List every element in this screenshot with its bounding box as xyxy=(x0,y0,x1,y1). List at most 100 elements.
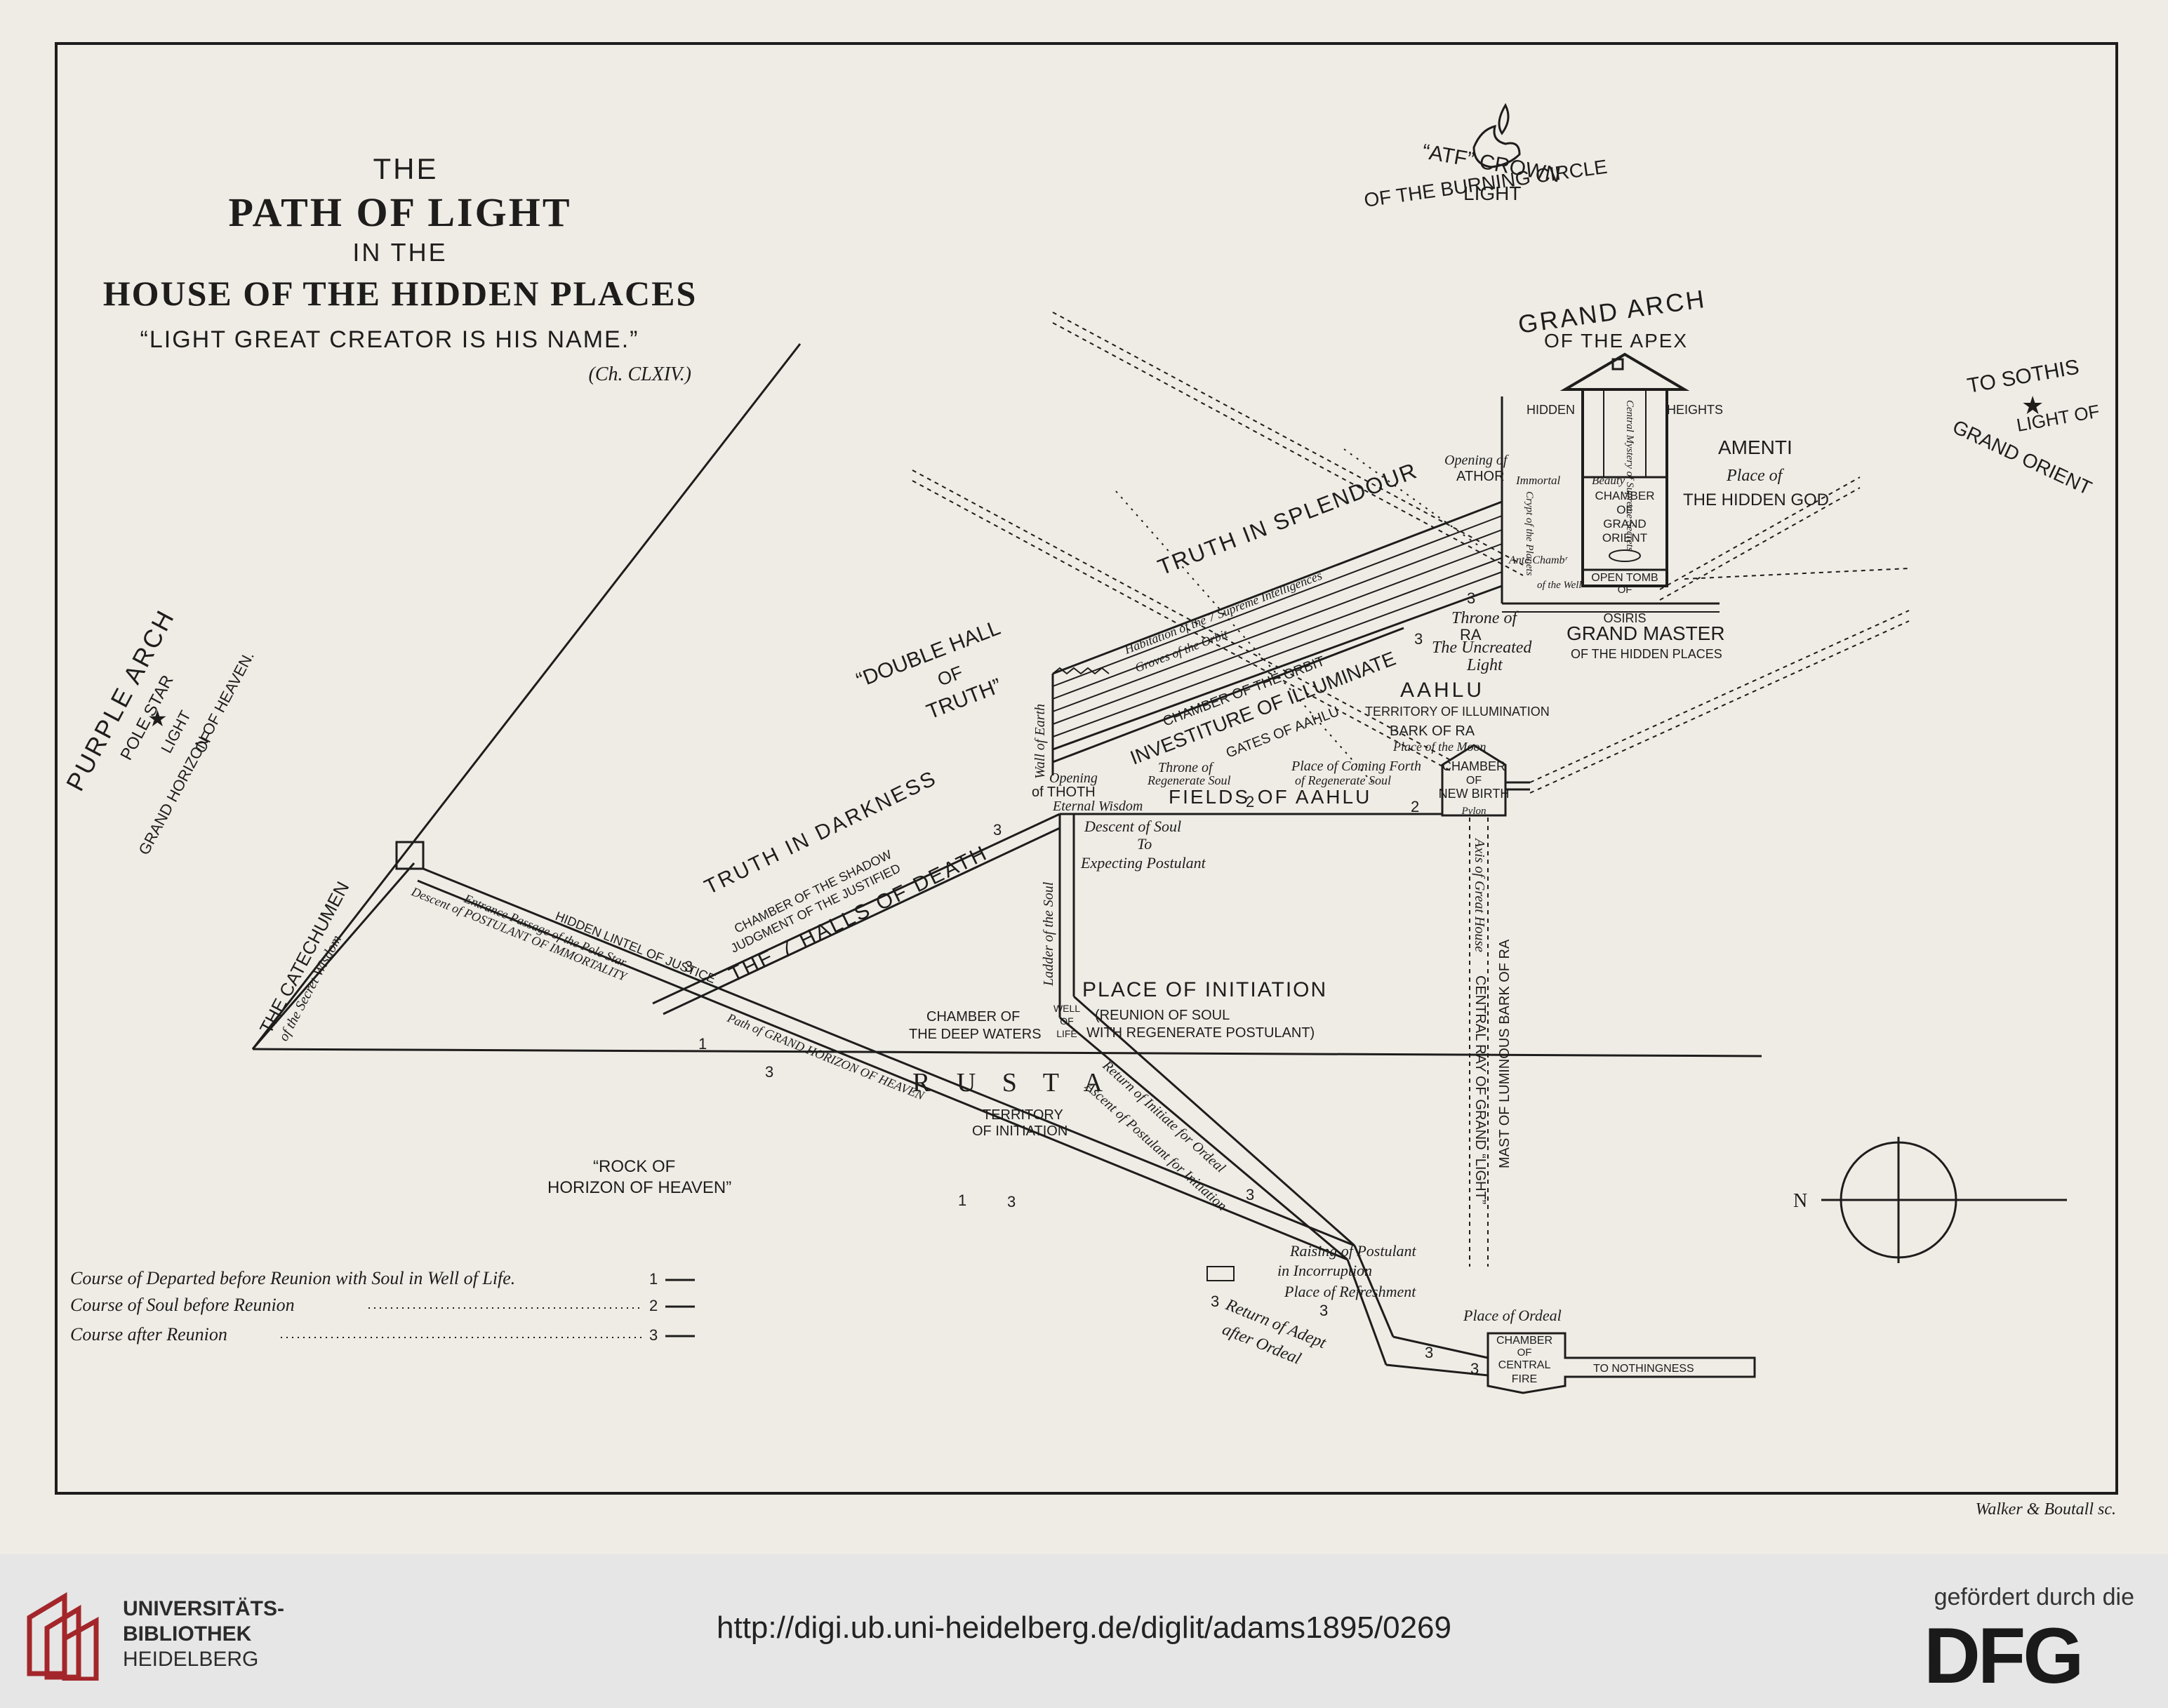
hidden-god-label: THE HIDDEN GOD xyxy=(1683,491,1829,509)
title-line3: IN THE xyxy=(352,238,447,267)
permalink-url[interactable]: http://digi.ub.uni-heidelberg.de/diglit/… xyxy=(717,1610,1451,1645)
legend-number-2: 2 xyxy=(649,1297,658,1314)
aahlu-label: AAHLU xyxy=(1400,679,1484,702)
raising-label: Raising of Postulant xyxy=(1289,1242,1417,1260)
path-ghh-label: Path of GRAND HORIZON OF HEAVEN xyxy=(725,1010,927,1103)
with-regen-label: WITH REGENERATE POSTULANT) xyxy=(1086,1025,1315,1041)
throne-regen-label: Throne of xyxy=(1158,760,1214,775)
immortal-label: Immortal xyxy=(1515,474,1561,487)
pylon-label: Pylon xyxy=(1461,806,1487,817)
horizon-heaven-label: HORIZON OF HEAVEN” xyxy=(547,1178,731,1197)
deep-waters-label: THE DEEP WATERS xyxy=(909,1027,1042,1042)
fire-label: FIRE xyxy=(1512,1373,1537,1385)
marker-3c: 3 xyxy=(1467,589,1475,607)
central-fire-chamber xyxy=(1487,1332,1756,1394)
chamber-cf-label: CHAMBER xyxy=(1496,1335,1552,1347)
chamber-grand-orient-3: GRAND xyxy=(1603,517,1646,531)
athor-label: ATHOR xyxy=(1456,469,1505,484)
ante-chamber-label: Ante Chambʳ xyxy=(1508,554,1569,566)
of-regen-label: of Regenerate Soul xyxy=(1295,773,1391,787)
place-of-label: Place of xyxy=(1726,467,1785,485)
new-birth-label: NEW BIRTH xyxy=(1439,787,1510,801)
territory-init-label: TERRITORY xyxy=(983,1107,1063,1123)
wall-earth-label: Wall of Earth xyxy=(1032,704,1048,779)
title-line1: THE xyxy=(373,152,439,185)
title-block: THE PATH OF LIGHT IN THE HOUSE OF THE HI… xyxy=(103,152,698,385)
eternal-wisdom-label: Eternal Wisdom xyxy=(1052,799,1143,814)
heights-label: HEIGHTS xyxy=(1667,403,1723,417)
amenti-label: AMENTI xyxy=(1718,436,1793,458)
hidden-label: HIDDEN xyxy=(1527,403,1575,417)
library-line3: HEIDELBERG xyxy=(123,1648,259,1671)
ascending-passage xyxy=(1051,396,1720,775)
dfg-logo-text: DFG xyxy=(1924,1621,2081,1688)
place-initiation-label: PLACE OF INITIATION xyxy=(1082,978,1327,1001)
title-line5: “LIGHT GREAT CREATOR IS HIS NAME.” xyxy=(140,326,639,353)
to-label: To xyxy=(1137,835,1152,853)
atf-crown-icon xyxy=(1472,102,1521,168)
fields-aahlu-label: FIELDS OF AAHLU xyxy=(1169,786,1371,808)
atf-crown: “ATF” CROWN LIGHT OF THE BURNING CIRCLE xyxy=(1363,102,1609,211)
marker-3f: 3 xyxy=(1007,1193,1016,1210)
marker-3e: 3 xyxy=(765,1063,773,1081)
marker-2a: 2 xyxy=(1411,798,1419,815)
mast-label: MAST OF LUMINOUS BARK OF RA xyxy=(1497,939,1512,1168)
catechumen-triangle xyxy=(251,343,1762,1377)
university-library-name: UNIVERSITÄTS- BIBLIOTHEK HEIDELBERG xyxy=(123,1596,284,1672)
place-moon-label: Place of the Moon xyxy=(1392,740,1486,754)
library-line2: BIBLIOTHEK xyxy=(123,1622,252,1646)
pole-star-icon: ★ xyxy=(147,706,168,731)
descent-soul-label: Descent of Soul xyxy=(1084,818,1181,835)
territory-illum-label: TERRITORY OF ILLUMINATION xyxy=(1365,705,1550,719)
well-label: WELL xyxy=(1053,1003,1080,1014)
apex-house: Central Mystery of Supreme Secrets CHAMB… xyxy=(1560,352,1690,625)
legend-number-1: 1 xyxy=(649,1270,658,1288)
legend-number-3: 3 xyxy=(649,1326,658,1344)
star-icon: ★ xyxy=(2021,391,2044,420)
legend: Course of Departed before Reunion with S… xyxy=(70,1268,695,1345)
marker-3k: 3 xyxy=(1211,1293,1219,1310)
of-the-well-label: of the Well xyxy=(1537,580,1582,591)
grand-horizon-label: GRAND HORIZON OF HEAVEN. xyxy=(135,648,258,858)
atf-light-label: LIGHT xyxy=(1463,182,1521,204)
nothingness-label: TO NOTHINGNESS xyxy=(1593,1363,1694,1375)
marker-3d: 3 xyxy=(1414,630,1423,648)
new-birth-chamber xyxy=(1060,744,1530,817)
ladder-soul-label: Ladder of the Soul xyxy=(1041,881,1056,987)
grand-master-label: GRAND MASTER xyxy=(1567,622,1725,644)
legend-item-3: Course after Reunion xyxy=(70,1324,227,1345)
place-refresh-label: Place of Refreshment xyxy=(1284,1283,1416,1300)
central-ray-label: CENTRAL RAY OF GRAND “LIGHT” xyxy=(1472,975,1488,1204)
hidden-places-label: OF THE HIDDEN PLACES xyxy=(1571,647,1722,661)
university-library-logo-icon xyxy=(27,1592,99,1681)
open-tomb-of: OF xyxy=(1618,584,1632,596)
marker-3g: 3 xyxy=(1246,1186,1254,1203)
rusta-label: R U S T A xyxy=(912,1068,1112,1097)
library-footer: UNIVERSITÄTS- BIBLIOTHEK HEIDELBERG http… xyxy=(0,1554,2168,1708)
marker-3a: 3 xyxy=(993,821,1002,839)
funded-by-caption: gefördert durch die xyxy=(1934,1584,2134,1610)
open-tomb-label: OPEN TOMB xyxy=(1591,572,1658,584)
dotted-rays xyxy=(1115,448,1482,783)
central-label: CENTRAL xyxy=(1498,1359,1551,1371)
chamber-of-label: CHAMBER OF xyxy=(926,1009,1020,1025)
bark-ra-label: BARK OF RA xyxy=(1390,723,1475,739)
legend-item-1: Course of Departed before Reunion with S… xyxy=(70,1268,515,1288)
marker-3j: 3 xyxy=(1470,1360,1479,1377)
marker-1a: 1 xyxy=(698,1035,707,1053)
place-coming-label: Place of Coming Forth xyxy=(1291,759,1421,774)
marker-1b: 1 xyxy=(958,1192,966,1209)
ra-label: RA xyxy=(1460,626,1482,643)
title-line2: PATH OF LIGHT xyxy=(228,189,571,235)
of-initiation-label: OF INITIATION xyxy=(972,1123,1068,1139)
central-mystery-label: Central Mystery of Supreme Secrets xyxy=(1624,400,1635,552)
place-ordeal-label: Place of Ordeal xyxy=(1463,1307,1562,1324)
expecting-label: Expecting Postulant xyxy=(1080,854,1206,872)
chamber-grand-orient-1: CHAMBER xyxy=(1595,489,1654,502)
legend-item-2: Course of Soul before Reunion xyxy=(70,1295,295,1315)
title-line4: HOUSE OF THE HIDDEN PLACES xyxy=(103,274,698,313)
apex-label: OF THE APEX xyxy=(1544,330,1688,352)
dfg-logo-icon: DFG xyxy=(1924,1621,2084,1688)
double-hall-of: OF xyxy=(934,662,965,690)
crypt-planets-label: Crypt of the Planets xyxy=(1524,491,1535,576)
